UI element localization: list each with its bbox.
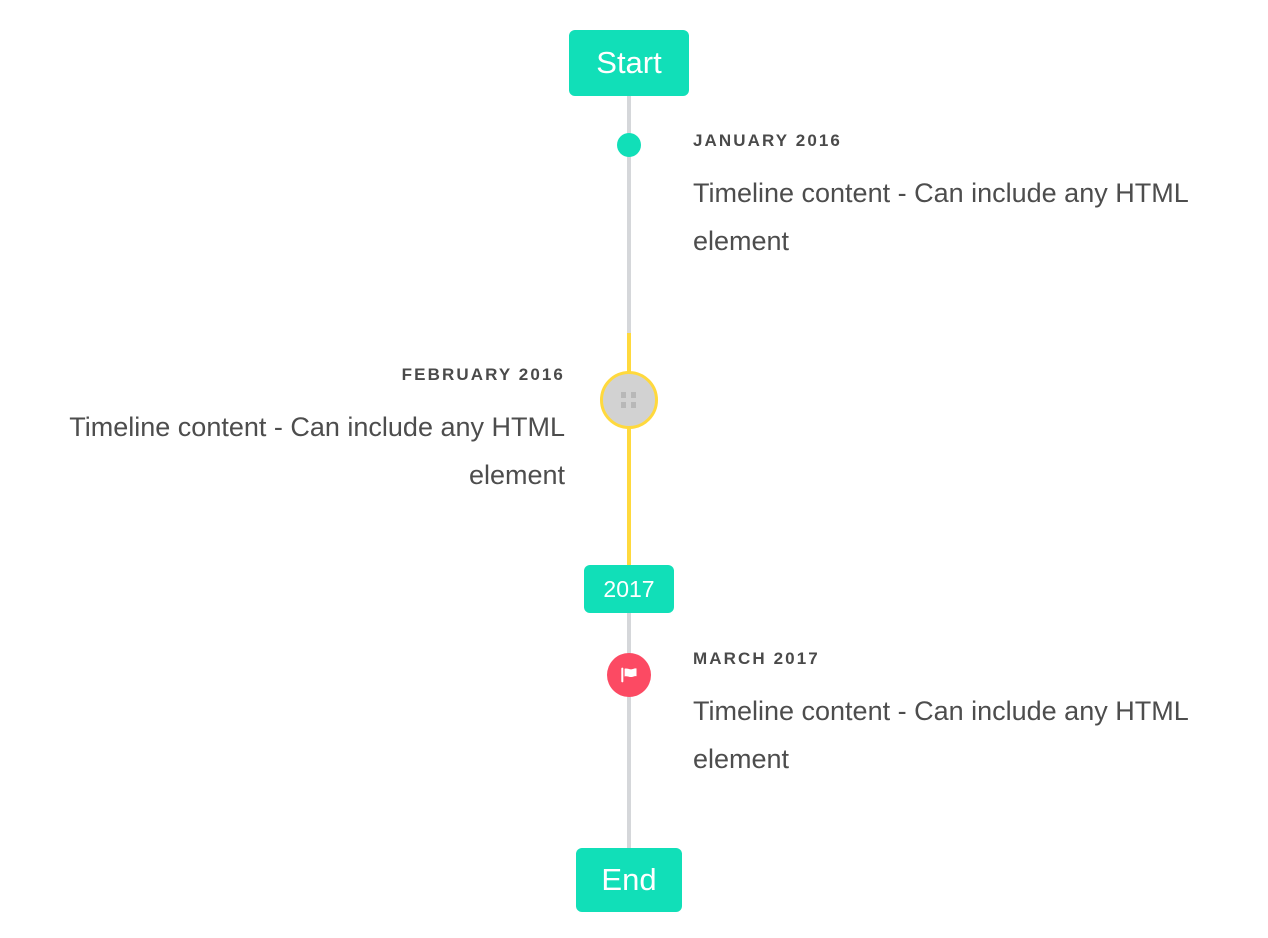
timeline-entry-body: Timeline content - Can include any HTML … — [693, 178, 1188, 257]
timeline-entry-body: Timeline content - Can include any HTML … — [693, 696, 1188, 775]
timeline-entry-body: Timeline content - Can include any HTML … — [69, 412, 565, 491]
timeline-rail-gray-upper — [627, 90, 631, 335]
image-placeholder-icon — [620, 391, 638, 409]
timeline-rail-yellow — [627, 333, 631, 568]
timeline-entry-january: JANUARY 2016 Timeline content - Can incl… — [693, 131, 1233, 265]
flag-icon — [618, 664, 640, 686]
timeline-entry-heading: FEBRUARY 2016 — [401, 365, 565, 384]
timeline-entry-heading: JANUARY 2016 — [693, 131, 842, 150]
timeline-rail-gray-lower — [627, 610, 631, 855]
timeline-entry-heading: MARCH 2017 — [693, 649, 820, 668]
timeline-end-badge[interactable]: End — [576, 848, 682, 912]
timeline-start-badge[interactable]: Start — [569, 30, 689, 96]
timeline-entry-february: FEBRUARY 2016 Timeline content - Can inc… — [25, 365, 565, 499]
timeline-year-divider-badge[interactable]: 2017 — [584, 565, 674, 613]
timeline-entry-march: MARCH 2017 Timeline content - Can includ… — [693, 649, 1233, 783]
timeline-marker-february[interactable] — [600, 371, 658, 429]
timeline-marker-march[interactable] — [607, 653, 651, 697]
timeline-marker-january[interactable] — [617, 133, 641, 157]
